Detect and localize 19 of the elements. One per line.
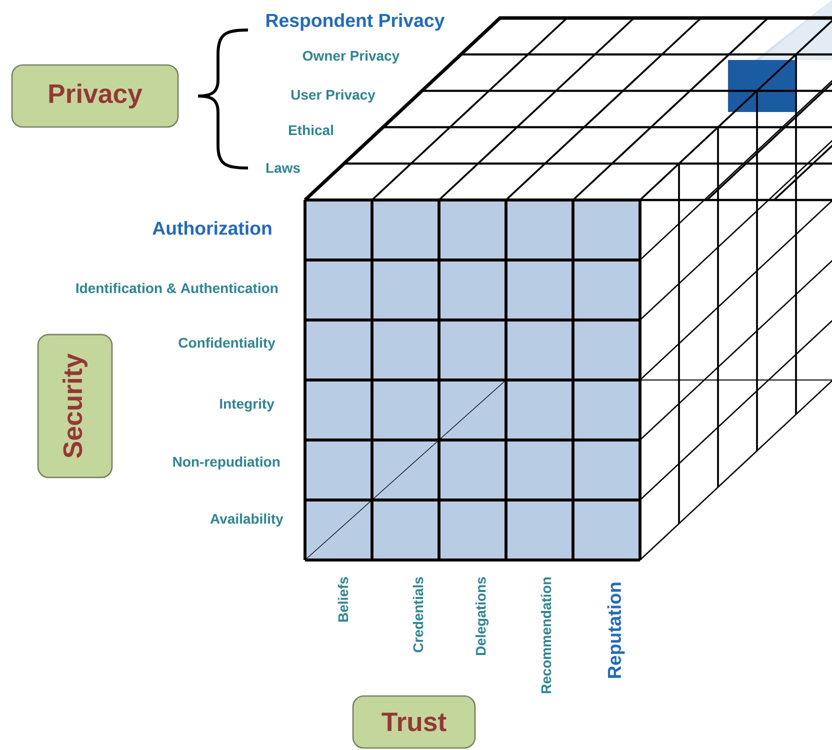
axis-title: Authorization xyxy=(152,221,272,235)
category-box: Security xyxy=(37,334,113,478)
axis-label: Ethical xyxy=(289,124,333,136)
axis-label: Non-repudiation xyxy=(173,456,280,470)
axis-title: Reputation xyxy=(607,582,625,678)
axis-label: Owner Privacy xyxy=(302,50,400,64)
axis-label: Beliefs xyxy=(338,577,348,622)
axis-label: Laws xyxy=(266,163,300,173)
axis-label: Delegations xyxy=(475,577,489,656)
axis-title: Respondent Privacy xyxy=(266,13,445,31)
axis-label: Integrity xyxy=(220,398,274,412)
axis-label: Availability xyxy=(210,513,284,527)
axis-label: Identification & Authentication xyxy=(76,282,278,294)
axis-label: Recommendation xyxy=(540,578,552,694)
category-box: Trust xyxy=(352,695,476,749)
category-box: Privacy xyxy=(11,64,179,128)
axis-label: Credentials xyxy=(412,577,424,652)
axis-label: Confidentiality xyxy=(178,337,276,351)
axis-label: User Privacy xyxy=(291,89,376,103)
